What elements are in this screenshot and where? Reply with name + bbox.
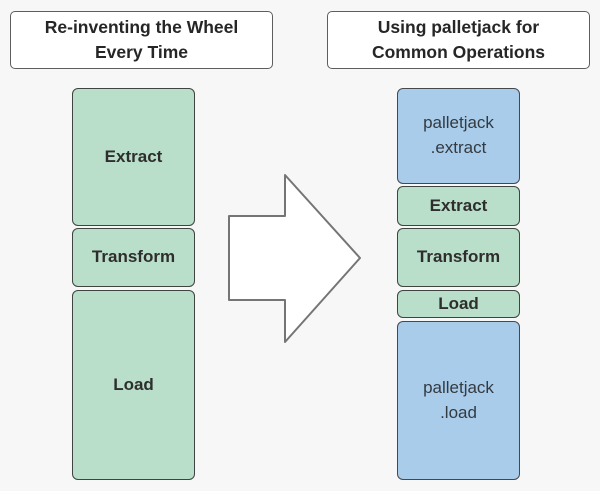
left-load-label: Load <box>113 374 154 394</box>
right-palletjack-extract-box: palletjack .extract <box>397 88 520 184</box>
left-load-box: Load <box>72 290 195 480</box>
left-extract-label: Extract <box>104 146 163 166</box>
left-title-box: Re-inventing the Wheel Every Time <box>10 11 273 69</box>
right-transform-box: Transform <box>397 228 520 287</box>
right-extract-label: Extract <box>429 195 488 215</box>
right-load-label: Load <box>438 293 479 313</box>
right-palletjack-extract-label: palletjack .extract <box>423 113 494 157</box>
left-transform-label: Transform <box>91 247 176 267</box>
right-load-box: Load <box>397 290 520 318</box>
right-palletjack-load-box: palletjack .load <box>397 321 520 480</box>
left-transform-box: Transform <box>72 228 195 287</box>
right-title-box: Using palletjack for Common Operations <box>327 11 590 69</box>
left-extract-box: Extract <box>72 88 195 226</box>
right-palletjack-load-label: palletjack .load <box>423 377 494 422</box>
right-transform-label: Transform <box>416 247 501 267</box>
right-extract-box: Extract <box>397 186 520 226</box>
